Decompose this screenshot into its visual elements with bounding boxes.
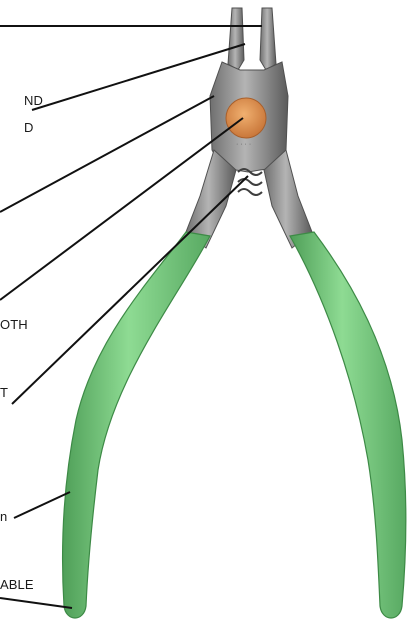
leader-line-head bbox=[0, 96, 214, 212]
right-handle bbox=[290, 232, 406, 618]
label-jaw-end-line2: D bbox=[24, 120, 34, 135]
right-jaw bbox=[260, 8, 276, 70]
leader-line-handle-end bbox=[0, 598, 72, 608]
left-handle bbox=[63, 232, 211, 618]
pivot-rivet bbox=[226, 98, 266, 138]
label-pivot: T bbox=[0, 385, 8, 400]
left-jaw bbox=[228, 8, 244, 70]
label-handle-end: ABLE bbox=[0, 577, 34, 592]
label-jaw-end-line1: ND bbox=[24, 93, 43, 108]
leader-line-grip bbox=[14, 492, 70, 518]
label-grip: n bbox=[0, 509, 7, 524]
head-engraving: · · · · bbox=[236, 141, 251, 148]
label-spring: OTH bbox=[0, 317, 28, 332]
